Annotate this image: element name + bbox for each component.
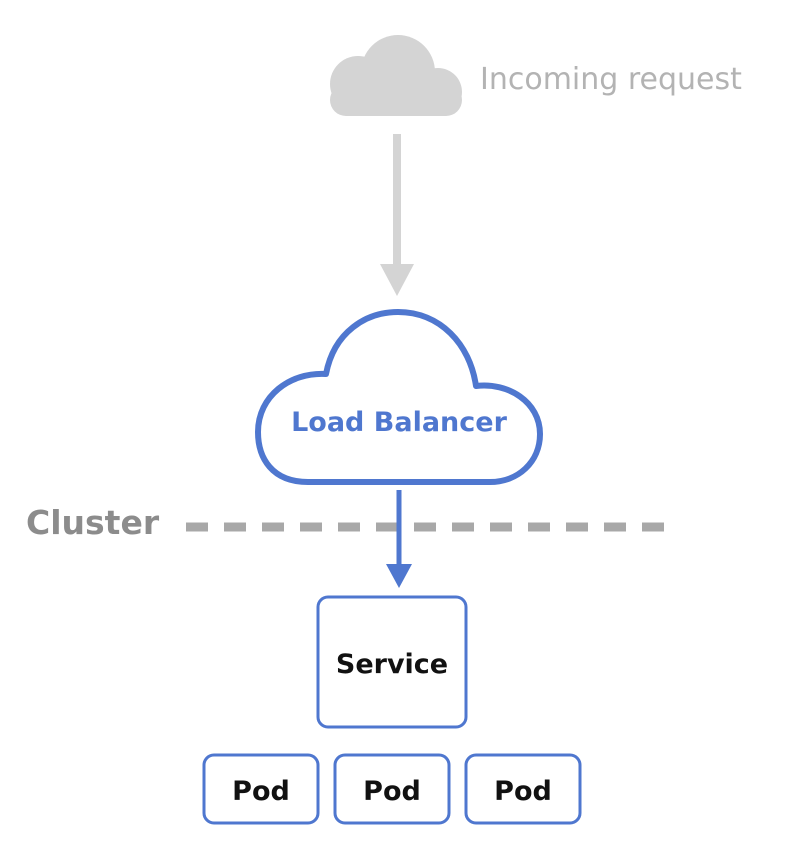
load-balancer-label: Load Balancer <box>291 407 508 438</box>
cluster-label: Cluster <box>26 503 160 542</box>
pod-label: Pod <box>494 776 552 807</box>
incoming-arrow <box>380 134 414 296</box>
pod-label: Pod <box>232 776 290 807</box>
service-label: Service <box>336 649 448 680</box>
pod-box: Pod <box>202 753 320 825</box>
pod-box: Pod <box>464 753 582 825</box>
incoming-request-label: Incoming request <box>480 62 742 97</box>
pod-box: Pod <box>333 753 451 825</box>
pod-label: Pod <box>363 776 421 807</box>
load-balancer-to-service-arrow <box>386 490 412 588</box>
service-box: Service <box>316 595 468 729</box>
incoming-cloud-icon <box>330 35 462 116</box>
load-balancer-cloud-icon <box>255 309 543 485</box>
